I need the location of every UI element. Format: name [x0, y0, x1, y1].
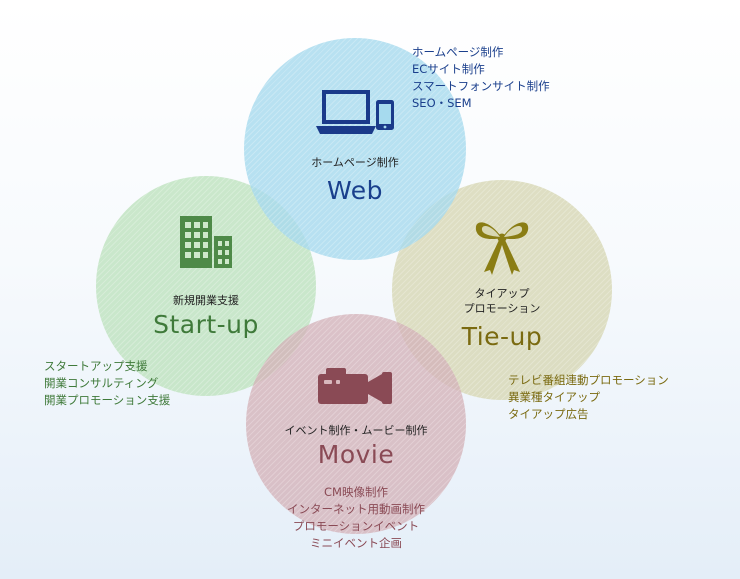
list-item: 異業種タイアップ [508, 390, 600, 404]
startup-title: 新規開業支援 [173, 294, 239, 307]
laptop-smartphone-icon [316, 90, 394, 134]
ribbon-icon [475, 222, 529, 275]
list-item: テレビ番組連動プロモーション [508, 373, 669, 387]
list-item: ホームページ制作 [412, 45, 504, 59]
web-name: Web [326, 176, 383, 205]
list-item: CM映像制作 [324, 485, 388, 499]
list-item: ミニイベント企画 [310, 536, 402, 550]
list-item: タイアップ広告 [508, 407, 589, 421]
movie-service-list: CM映像制作 インターネット用動画制作 プロモーションイベント ミニイベント企画 [256, 484, 456, 552]
tieup-service-list: テレビ番組連動プロモーション 異業種タイアップ タイアップ広告 [508, 372, 669, 423]
list-item: 開業プロモーション支援 [44, 393, 171, 407]
movie-title: イベント制作・ムービー制作 [284, 424, 428, 437]
list-item: インターネット用動画制作 [287, 502, 425, 516]
list-item: スタートアップ支援 [44, 359, 148, 373]
web-circle: ホームページ制作 Web [244, 38, 466, 260]
startup-name: Start-up [153, 310, 259, 339]
web-title: ホームページ制作 [311, 156, 399, 169]
list-item: プロモーションイベント [292, 519, 420, 533]
list-item: 開業コンサルティング [44, 376, 159, 390]
web-service-list: ホームページ制作 ECサイト制作 スマートフォンサイト制作 SEO・SEM [412, 44, 550, 112]
list-item: ECサイト制作 [412, 62, 485, 76]
startup-service-list: スタートアップ支援 開業コンサルティング 開業プロモーション支援 [44, 358, 170, 409]
tieup-name: Tie-up [461, 322, 543, 351]
movie-circle: イベント制作・ムービー制作 Movie [246, 314, 466, 534]
list-item: スマートフォンサイト制作 [412, 79, 550, 93]
tieup-title: タイアップ プロモーション [463, 287, 541, 315]
list-item: SEO・SEM [412, 96, 472, 110]
office-building-icon [180, 216, 232, 268]
movie-name: Movie [317, 440, 395, 469]
video-camera-icon [318, 368, 392, 404]
